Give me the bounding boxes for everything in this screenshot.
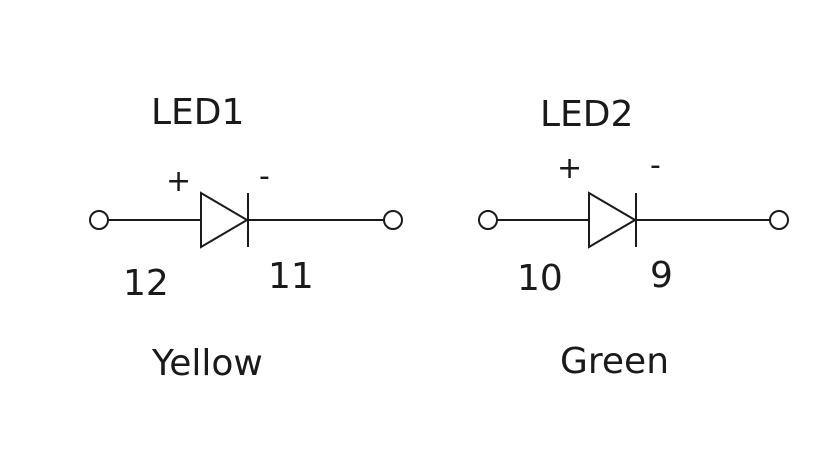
led2-pin-anode: 10 — [517, 258, 563, 299]
led1-label: LED1 — [151, 92, 244, 133]
led2-color-label: Green — [560, 341, 669, 382]
led2-minus-sign: - — [650, 148, 661, 183]
led1-diode-triangle — [200, 191, 249, 249]
led2-cathode-terminal — [769, 210, 789, 230]
led2-anode-terminal — [478, 210, 498, 230]
led2-plus-sign: + — [557, 151, 582, 186]
led1-minus-sign: - — [259, 159, 270, 194]
led1-cathode-terminal — [383, 210, 403, 230]
led2-diode-triangle — [588, 191, 637, 249]
led1-anode-terminal — [89, 210, 109, 230]
led2-symbol — [478, 191, 789, 249]
led2-label: LED2 — [540, 94, 633, 135]
led1-color-label: Yellow — [151, 343, 263, 384]
led2-pin-cathode: 9 — [650, 255, 673, 296]
led1-symbol — [89, 191, 403, 249]
led1-plus-sign: + — [166, 164, 191, 199]
led1-pin-anode: 12 — [123, 263, 169, 304]
led1-pin-cathode: 11 — [268, 256, 314, 297]
